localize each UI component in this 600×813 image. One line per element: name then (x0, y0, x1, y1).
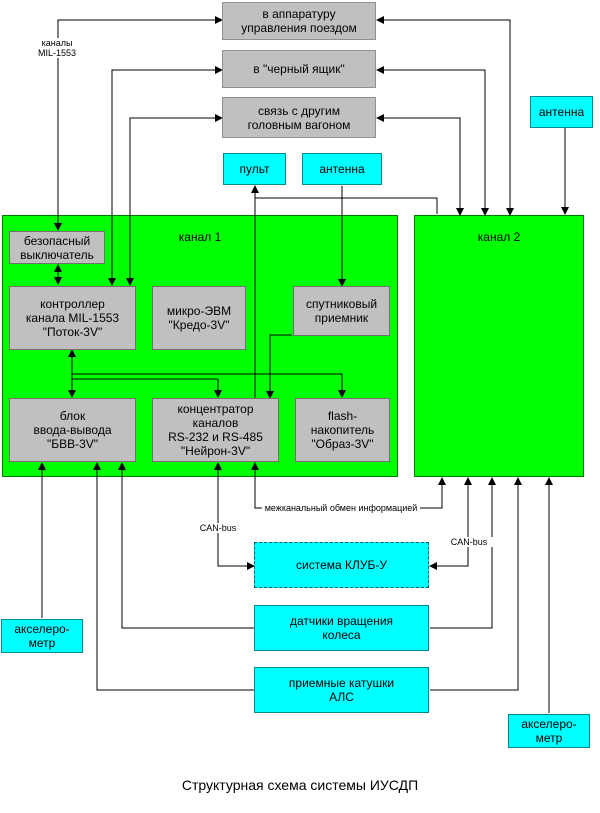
wire-pult-ch2 (251, 185, 438, 214)
wire-wheel-left (118, 462, 254, 629)
can-bus-left-label: CAN-bus (193, 523, 243, 533)
wire-als-right (430, 477, 522, 691)
can-bus-right-label: CAN-bus (444, 537, 494, 547)
black-box-block: в "черный ящик" (222, 50, 376, 88)
accelerometer-left-block: акселеро- метр (1, 619, 83, 653)
channel-2-block: канал 2 (414, 215, 584, 477)
diagram-caption: Структурная схема системы ИУСДП (181, 777, 419, 793)
wire-interchannel (251, 462, 446, 509)
mil-channels-label: каналы MIL-1553 (32, 38, 82, 58)
apparatus-block: в аппаратуру управления поездом (222, 2, 376, 40)
concentrator-block: концентратор каналов RS-232 и RS-485 "Не… (152, 398, 279, 462)
pult-block: пульт (223, 153, 286, 185)
wire-controller-link (126, 114, 223, 286)
micro-evm-block: микро-ЭВМ "Кредо-3V" (152, 286, 246, 350)
wire-controller-blackbox (108, 66, 223, 286)
wire-can-left (214, 462, 255, 570)
flash-block: flash- накопитель "Образ-3V" (295, 398, 390, 462)
accelerometer-right-block: акселеро- метр (508, 714, 590, 748)
sat-receiver-block: спутниковый приемник (293, 286, 390, 336)
controller-block: контроллер канала MIL-1553 "Поток-3V" (9, 286, 136, 350)
safe-switch-block: безопасный выключатель (9, 231, 105, 264)
wire-mil-apparatus (54, 16, 223, 231)
antenna-right-block: антенна (530, 96, 593, 128)
wheel-sensors-block: датчики вращения колеса (254, 605, 429, 651)
link-head-car-block: связь с другим головным вагоном (222, 97, 376, 138)
wire-ch2-link (376, 114, 464, 216)
wire-ch2-apparatus (376, 16, 514, 216)
interchannel-label: межканальный обмен информацией (262, 503, 420, 513)
klub-system-block: система КЛУБ-У (254, 542, 429, 588)
wire-ch2-blackbox (376, 66, 489, 216)
wire-wheel-right (430, 477, 496, 629)
channel-2-label: канал 2 (477, 230, 521, 244)
wire-als-left (93, 462, 254, 691)
bvv-block: блок ввода-вывода "БВВ-3V" (9, 398, 136, 462)
wire-sat-concentrator (266, 334, 292, 399)
wire-can-right (429, 477, 472, 570)
als-coils-block: приемные катушки АЛС (254, 667, 429, 713)
antenna-mid-block: антенна (302, 153, 382, 185)
